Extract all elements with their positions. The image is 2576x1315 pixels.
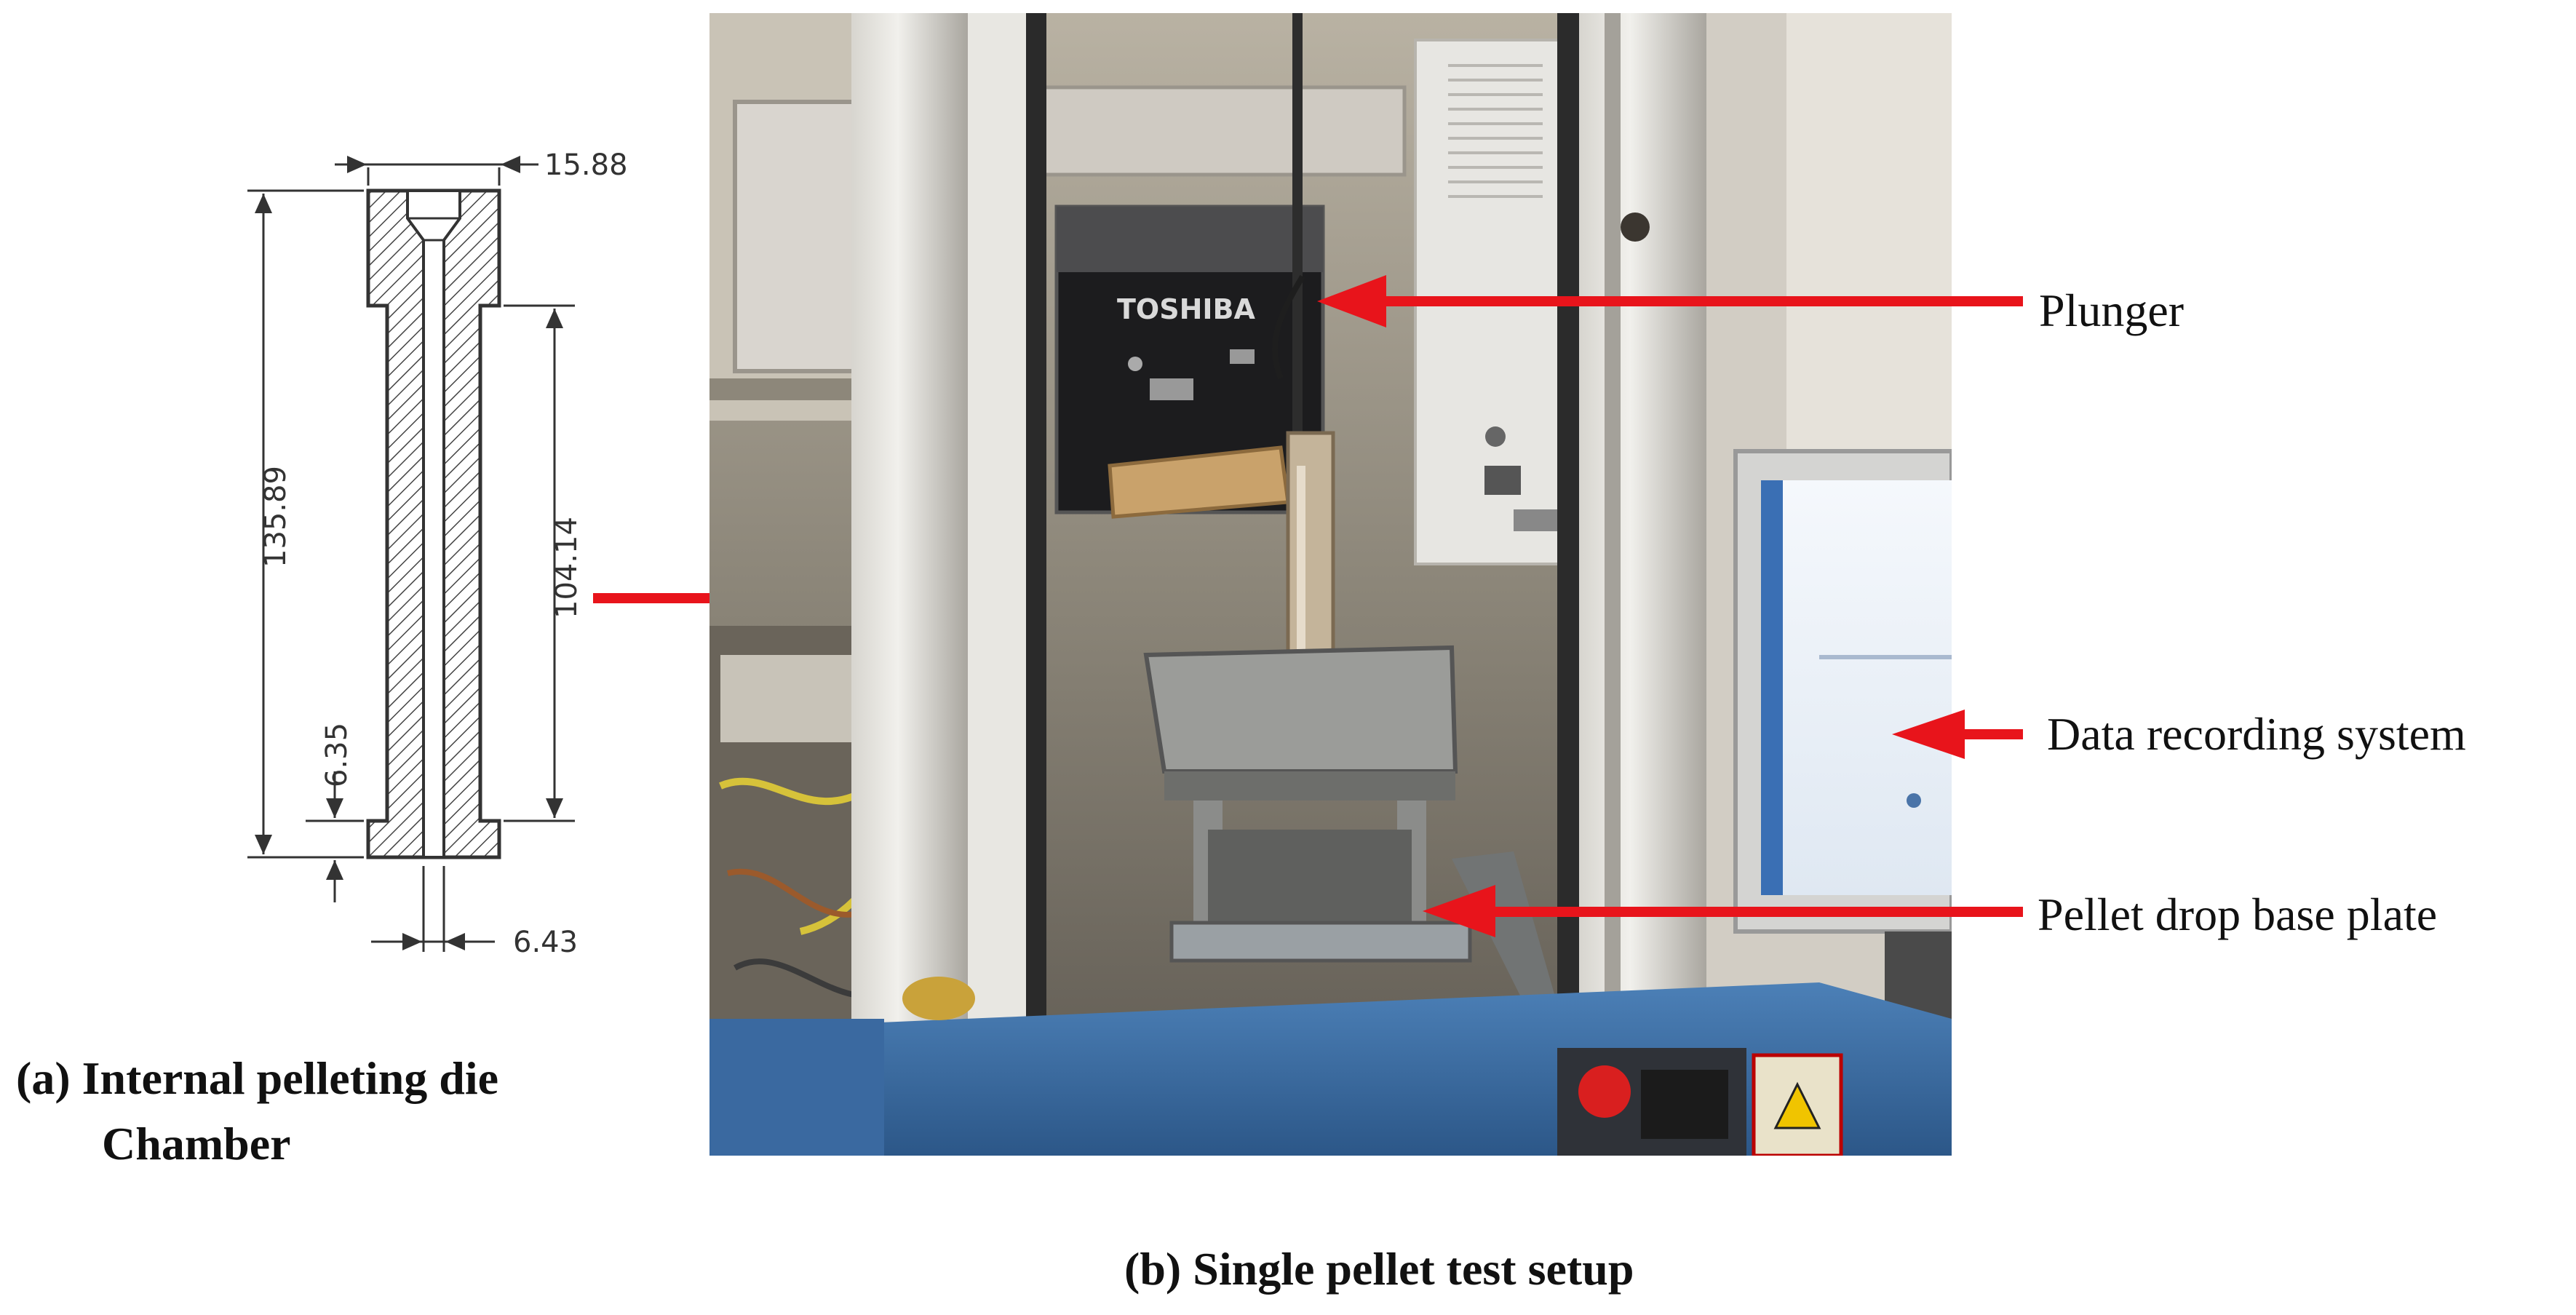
dim-bore-length: 104.14 (550, 517, 584, 619)
die-photo (1286, 431, 1335, 679)
arrow-plunger (1317, 275, 2023, 327)
dim-bore-diameter: 6.43 (513, 926, 578, 959)
test-setup-photo: TOSHIBA (709, 13, 1952, 1156)
arrow-data-recording (1892, 710, 2023, 759)
dim-base-thickness: 6.35 (320, 723, 354, 787)
dim-total-height: 135.89 (259, 466, 293, 568)
caption-b: (b) Single pellet test setup (1124, 1243, 1634, 1295)
arrow-pellet-drop (1423, 885, 2023, 937)
caption-a-line2: Chamber (102, 1118, 291, 1169)
label-plunger: Plunger (2039, 285, 2184, 336)
die-bore (406, 189, 461, 859)
monitor-screen (1761, 480, 1952, 895)
die-drawing: 15.88 135.89 104.14 6.35 6.43 (247, 148, 628, 959)
caption-a-line1: (a) Internal pelleting die (16, 1052, 498, 1104)
plunger-rod (1292, 13, 1303, 450)
label-data-recording: Data recording system (2047, 708, 2466, 760)
base-plate-top (1143, 645, 1458, 774)
dim-top-width: 15.88 (544, 148, 628, 182)
label-pellet-drop: Pellet drop base plate (2038, 889, 2437, 940)
toshiba-logo: TOSHIBA (1117, 293, 1255, 325)
pellet-drop-plate (1169, 921, 1472, 963)
